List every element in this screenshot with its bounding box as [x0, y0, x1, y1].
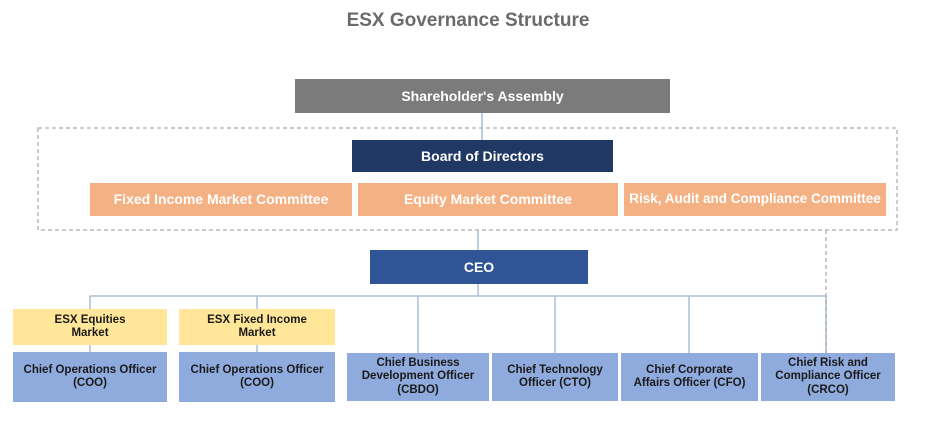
board-of-directors-box: Board of Directors: [352, 140, 613, 172]
risk-audit-compliance-committee-box: Risk, Audit and Compliance Committee: [624, 183, 886, 216]
cbdo-box: Chief Business Development Officer (CBDO…: [347, 353, 489, 401]
fixed-income-market-committee-box: Fixed Income Market Committee: [90, 183, 352, 216]
cto-box: Chief Technology Officer (CTO): [492, 353, 618, 401]
page-title: ESX Governance Structure: [346, 10, 590, 31]
equity-market-committee-box: Equity Market Committee: [358, 183, 618, 216]
board-boundary-dashed-box: [37, 127, 898, 231]
cfo-box: Chief Corporate Affairs Officer (CFO): [621, 353, 758, 401]
shareholders-assembly-box: Shareholder's Assembly: [295, 79, 670, 113]
esx-equities-market-box: ESX Equities Market: [13, 309, 167, 345]
crco-box: Chief Risk and Compliance Officer (CRCO): [761, 353, 895, 401]
coo-fixed-income-box: Chief Operations Officer (COO): [179, 352, 335, 402]
coo-equities-box: Chief Operations Officer (COO): [13, 352, 167, 402]
ceo-box: CEO: [370, 250, 588, 284]
esx-fixed-income-market-box: ESX Fixed Income Market: [179, 309, 335, 345]
